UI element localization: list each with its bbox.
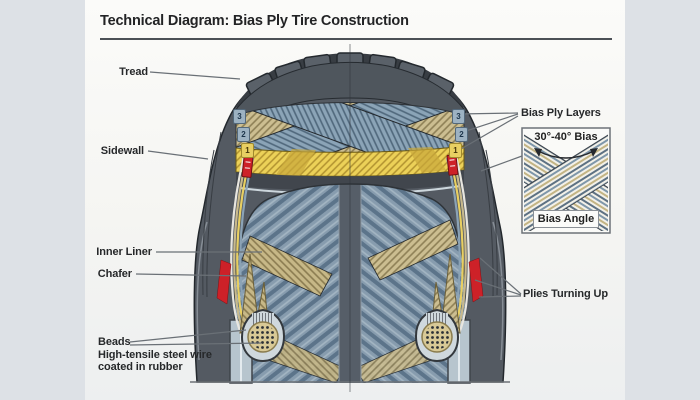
leader-lines bbox=[129, 71, 523, 346]
label-plies-turning-up: Plies Turning Up bbox=[523, 288, 608, 300]
ply-tab-right-3: 3 bbox=[452, 109, 465, 124]
label-beads-detail-2: coated in rubber bbox=[98, 361, 183, 373]
label-beads-detail-1: High-tensile steel wire bbox=[98, 349, 212, 361]
label-chafer: Chafer bbox=[97, 268, 132, 280]
ply-tab-left-3: 3 bbox=[233, 109, 246, 124]
label-tread: Tread bbox=[119, 66, 148, 78]
ply-tab-left-1: 1 bbox=[241, 143, 254, 158]
plies-turning-up-markers bbox=[216, 154, 484, 305]
bead-right bbox=[414, 308, 460, 363]
title-divider bbox=[100, 38, 612, 40]
ply-tab-right-2: 2 bbox=[455, 127, 468, 142]
label-beads: Beads bbox=[98, 336, 131, 348]
ply-tab-right-1: 1 bbox=[449, 143, 462, 158]
label-bias-ply-layers: Bias Ply Layers bbox=[521, 107, 601, 119]
inset-caption: Bias Angle bbox=[533, 210, 599, 228]
page-title: Technical Diagram: Bias Ply Tire Constru… bbox=[100, 13, 409, 29]
label-inner-liner: Inner Liner bbox=[96, 246, 152, 258]
label-sidewall: Sidewall bbox=[100, 145, 144, 157]
ply-tab-left-2: 2 bbox=[237, 127, 250, 142]
angle-arc-arrow bbox=[537, 150, 595, 159]
red-ply-tab bbox=[241, 154, 459, 178]
inset-bias-range: 30°-40° Bias bbox=[534, 131, 598, 143]
bead-left bbox=[240, 308, 286, 363]
